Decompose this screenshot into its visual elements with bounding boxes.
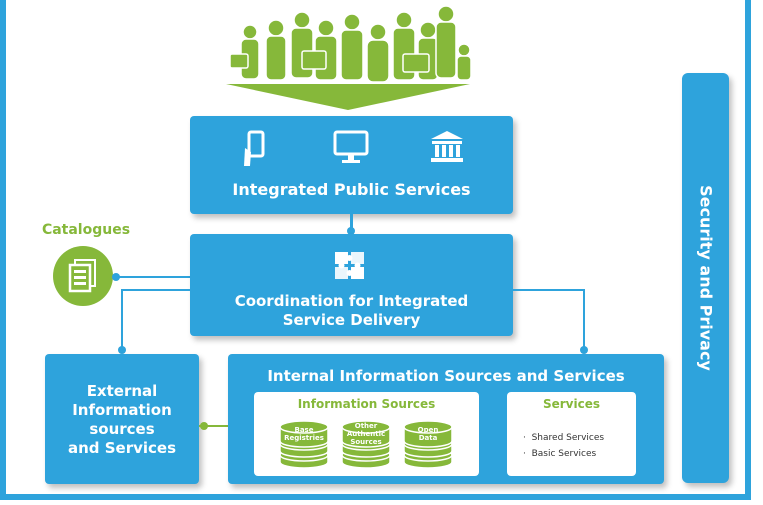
down-arrow-icon (226, 84, 470, 110)
people-crowd-icon (229, 6, 472, 83)
connector-line (513, 289, 585, 291)
external-line3: sources (89, 420, 155, 438)
catalogues-label: Catalogues (41, 222, 131, 238)
internal-sources-box: Internal Information Sources and Service… (228, 354, 664, 484)
external-sources-box: External Information sources and Service… (45, 354, 199, 484)
connector-line (583, 289, 585, 349)
db-label-line1: Open (417, 426, 439, 434)
database-icon (403, 420, 453, 469)
external-line1: External (86, 382, 158, 400)
information-sources-title: Information Sources (297, 397, 436, 411)
external-line4: and Services (67, 439, 177, 457)
internal-title: Internal Information Sources and Service… (267, 367, 625, 385)
connector-line (113, 276, 191, 278)
information-sources-panel: Information Sources Base Registries (254, 392, 479, 476)
coordination-title-line2: Service Delivery (282, 311, 421, 329)
puzzle-icon (335, 252, 364, 279)
db-label-line1: Base (294, 426, 314, 434)
services-title: Services (542, 397, 601, 411)
db-label-line1: Other (354, 422, 378, 430)
integrated-public-services-box: Integrated Public Services (190, 116, 513, 214)
database-open-data: Open Data (403, 419, 453, 469)
database-base-registries: Base Registries (279, 419, 329, 469)
catalogue-circle (53, 246, 113, 306)
services-item: · Shared Services (523, 433, 605, 443)
smartphone-icon (244, 130, 265, 166)
outer-frame (0, 0, 751, 500)
database-icon (341, 420, 391, 469)
monitor-icon (333, 130, 369, 163)
catalogue-document-icon (68, 259, 96, 293)
government-building-icon (431, 131, 463, 162)
security-privacy-label: Security and Privacy (696, 185, 715, 371)
database-other-authentic-sources: Other Authentic Sources (341, 419, 391, 469)
connector-dot (200, 422, 208, 430)
connector-dot (580, 346, 588, 354)
services-item: · Basic Services (523, 449, 597, 459)
connector-line (350, 214, 353, 232)
connector-line (199, 425, 229, 427)
db-label-line3: Sources (350, 438, 382, 446)
connector-dot (112, 273, 120, 281)
services-panel: Services · Shared Services · Basic Servi… (507, 392, 636, 476)
db-label-line2: Data (418, 434, 438, 442)
db-label-line2: Authentic (346, 430, 386, 438)
external-line2: Information (72, 401, 172, 419)
integrated-public-services-title: Integrated Public Services (232, 180, 471, 199)
db-label-line2: Registries (284, 434, 324, 442)
coordination-title-line1: Coordination for Integrated (234, 292, 469, 310)
coordination-box: Coordination for Integrated Service Deli… (190, 234, 513, 336)
connector-line (121, 289, 191, 291)
database-icon (279, 420, 329, 469)
security-privacy-box: Security and Privacy (682, 73, 729, 483)
connector-line (121, 289, 123, 349)
connector-dot (118, 346, 126, 354)
connector-dot (347, 227, 355, 235)
